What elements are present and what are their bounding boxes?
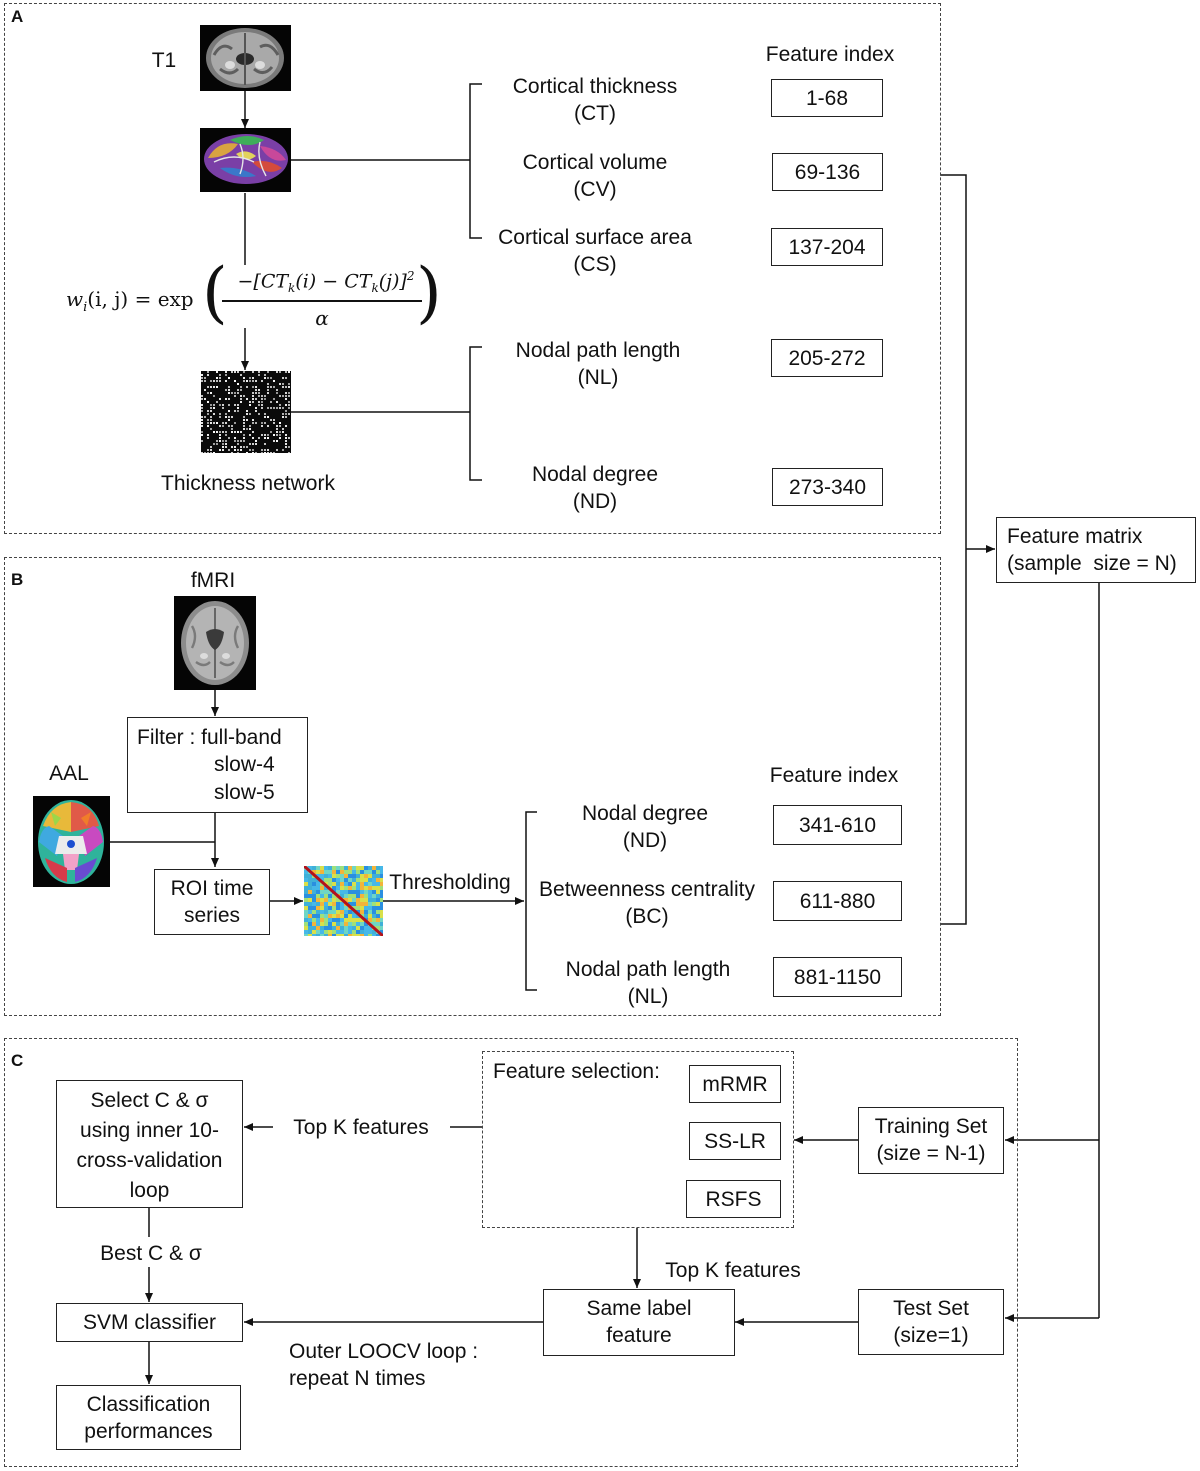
thickness-network-matrix-image	[201, 371, 291, 453]
t1-label: T1	[151, 49, 177, 72]
feature-index-heading-b: Feature index	[769, 764, 899, 787]
panel-c	[4, 1038, 1018, 1467]
svm-classifier-box: SVM classifier	[56, 1303, 243, 1342]
index-box-cv: 69-136	[772, 153, 883, 191]
select-c-sigma-box: Select C & σ using inner 10- cross-valid…	[56, 1080, 243, 1208]
classification-performances-box: Classification performances	[56, 1385, 241, 1450]
formula-right-paren: )	[416, 254, 442, 331]
test-set-box: Test Set (size=1)	[858, 1289, 1004, 1355]
index-box-nd-b: 341-610	[773, 805, 902, 845]
thresholding-label: Thresholding	[389, 871, 511, 894]
feature-nodal-path-length-b: Nodal path length (NL)	[565, 958, 731, 1008]
cortical-surface-image	[200, 128, 291, 192]
index-box-nl-b: 881-1150	[773, 957, 902, 997]
fmri-image	[174, 596, 256, 690]
feature-selection-box	[482, 1051, 794, 1228]
top-k-features-label-1: Top K features	[293, 1116, 429, 1139]
formula-lhs-sub: i	[83, 300, 88, 315]
feature-nodal-degree-a: Nodal degree (ND)	[531, 463, 659, 513]
index-box-cs: 137-204	[771, 228, 883, 266]
index-box-ct: 1-68	[771, 79, 883, 117]
aal-label: AAL	[49, 762, 89, 785]
panel-a-label: A	[11, 7, 24, 26]
feature-cortical-volume: Cortical volume (CV)	[522, 151, 668, 201]
formula-fraction-bar	[222, 300, 422, 302]
training-set-box: Training Set (size = N-1)	[858, 1107, 1004, 1174]
roi-time-series-box: ROI time series	[154, 869, 270, 935]
formula-numerator: −[CTk(i) − CTk(j)]2	[237, 269, 415, 296]
panel-a	[4, 3, 941, 534]
panel-b-label: B	[11, 570, 24, 589]
feature-selection-label: Feature selection:	[493, 1060, 660, 1083]
feature-cortical-thickness: Cortical thickness (CT)	[512, 75, 678, 125]
feature-betweenness-centrality: Betweenness centrality (BC)	[539, 878, 755, 928]
panel-c-label: C	[11, 1051, 24, 1070]
thickness-network-label: Thickness network	[161, 472, 335, 495]
formula-denominator: α	[315, 306, 329, 330]
outer-loocv-label: Outer LOOCV loop : repeat N times	[289, 1340, 479, 1390]
top-k-features-label-2: Top K features	[665, 1259, 801, 1282]
similarity-formula: wi(i, j) = exp ( −[CTk(i) − CTk(j)]2 α )	[66, 254, 446, 334]
index-box-bc: 611-880	[773, 881, 902, 921]
feature-cortical-surface-area: Cortical surface area (CS)	[498, 226, 692, 276]
feature-nodal-degree-b: Nodal degree (ND)	[581, 802, 709, 852]
fmri-label: fMRI	[190, 569, 236, 592]
best-c-sigma-label: Best C & σ	[84, 1240, 218, 1267]
index-box-nd-a: 273-340	[772, 468, 883, 506]
t1-mri-image	[200, 25, 291, 91]
connectivity-matrix-image	[304, 866, 383, 936]
feature-matrix-box: Feature matrix (sample size = N)	[996, 517, 1196, 583]
panel-b	[4, 557, 941, 1016]
filter-box: Filter : full-band slow-4 slow-5	[127, 717, 308, 813]
formula-left-paren: (	[202, 254, 228, 331]
formula-lhs: w	[66, 287, 84, 311]
feature-index-heading-a: Feature index	[765, 43, 895, 66]
index-box-nl-a: 205-272	[771, 339, 883, 377]
feature-nodal-path-length-a: Nodal path length (NL)	[515, 339, 681, 389]
method-rsfs: RSFS	[686, 1180, 781, 1218]
method-mrmr: mRMR	[689, 1065, 781, 1103]
aal-atlas-image	[33, 796, 110, 887]
formula-lhs-args: (i, j) = exp	[87, 287, 194, 311]
method-ss-lr: SS-LR	[689, 1122, 781, 1160]
same-label-feature-box: Same label feature	[543, 1289, 735, 1356]
